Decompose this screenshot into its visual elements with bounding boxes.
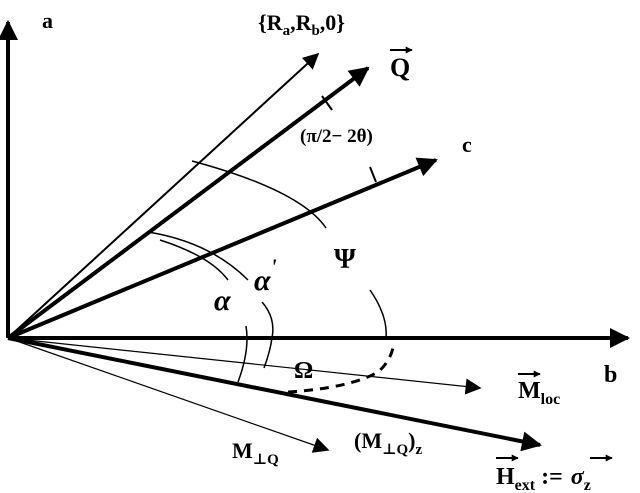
label-vector-M-perp: M⊥Q bbox=[232, 438, 279, 468]
arc-psi-outer bbox=[369, 289, 387, 339]
q-tick bbox=[321, 95, 333, 111]
arc-alpha-prime bbox=[147, 231, 249, 281]
label-axis-c: c bbox=[462, 132, 472, 157]
vector-H-ext-line bbox=[7, 336, 542, 452]
arc-alpha bbox=[159, 239, 229, 281]
vector-R-line bbox=[7, 52, 320, 339]
svg-text:Hext:=σz: Hext:=σz bbox=[496, 464, 591, 493]
label-vector-H-ext: Hext:=σz bbox=[496, 454, 613, 493]
svg-text:Q: Q bbox=[390, 53, 410, 82]
arc-omega bbox=[287, 341, 396, 394]
label-angle-omega: Ω bbox=[294, 358, 313, 384]
label-angle-alpha-prime: α' bbox=[254, 254, 277, 297]
label-axis-a: a bbox=[42, 8, 53, 33]
arc-alpha-prime-lower bbox=[261, 301, 274, 369]
arc-psi bbox=[191, 160, 327, 229]
label-angle-tilt: (π/2− 2θ) bbox=[300, 126, 373, 147]
label-vector-R: {Ra,Rb,0} bbox=[258, 10, 345, 39]
c-tick bbox=[369, 166, 377, 183]
arc-alpha-lower bbox=[237, 325, 248, 383]
label-vector-M-perp-z: (M⊥Q)z bbox=[354, 428, 423, 458]
label-vector-Q: Q bbox=[390, 46, 413, 82]
vector-Q-line bbox=[6, 66, 370, 340]
label-angle-psi: Ψ bbox=[334, 244, 356, 275]
label-vector-M-loc: Mloc bbox=[518, 370, 560, 408]
label-angle-alpha: α bbox=[214, 284, 231, 317]
vector-M-perp-line bbox=[7, 337, 330, 453]
svg-text:Mloc: Mloc bbox=[518, 378, 560, 408]
vector-c-line bbox=[7, 157, 438, 340]
label-axis-b: b bbox=[604, 362, 617, 388]
